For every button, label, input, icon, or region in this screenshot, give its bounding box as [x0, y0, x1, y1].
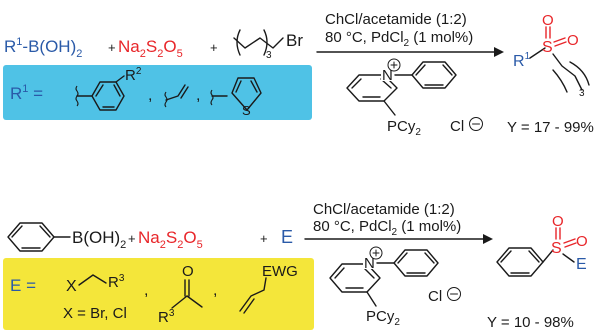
svg-text:EWG: EWG	[262, 263, 298, 280]
svg-text:,: ,	[196, 87, 200, 104]
e-definition-box: E = X R3 X = Br, Cl , O R3 , EWG	[3, 258, 314, 330]
scheme-1: R1-B(OH)2 + Na2S2O5 + 3 Br ChCl/acetamid…	[3, 11, 594, 138]
phenylboronic-acid: B(OH)2	[7, 222, 126, 252]
condition-solvent-1: ChCl/acetamide (1:2)	[325, 11, 467, 28]
condition-temp-2: 80 °C, PdCl2 (1 mol%)	[313, 218, 461, 238]
scheme-2: B(OH)2 + Na2S2O5 + E ChCl/acetamide (1:2…	[3, 201, 588, 331]
svg-text:,: ,	[144, 282, 148, 299]
plus-sign: +	[128, 231, 136, 246]
pyridinium-catalyst-2: N PCy2 Cl	[329, 246, 461, 328]
alkyl-bromide: 3 Br	[233, 29, 303, 61]
condition-temp-1: 80 °C, PdCl2 (1 mol%)	[325, 29, 473, 49]
svg-text:S: S	[242, 103, 251, 118]
reaction-arrow-2: ChCl/acetamide (1:2) 80 °C, PdCl2 (1 mol…	[304, 201, 493, 244]
svg-text:Br: Br	[286, 31, 303, 50]
svg-text:R1 =: R1 =	[10, 83, 43, 103]
svg-text:O: O	[552, 213, 564, 230]
svg-text:R3: R3	[158, 308, 175, 326]
svg-text:S: S	[542, 39, 553, 56]
svg-text:X = Br, Cl: X = Br, Cl	[63, 305, 127, 322]
svg-text:N: N	[382, 67, 393, 84]
svg-text:O: O	[567, 32, 579, 49]
svg-text:3: 3	[579, 88, 585, 99]
svg-text:3: 3	[266, 50, 272, 61]
svg-text:O: O	[576, 233, 588, 250]
svg-text:B(OH)2: B(OH)2	[72, 228, 126, 251]
plus-sign: +	[108, 40, 116, 55]
svg-text:E =: E =	[10, 276, 36, 295]
svg-text:O: O	[542, 12, 554, 29]
pyridinium-catalyst-1: N PCy2 Cl	[346, 58, 483, 138]
svg-text:X: X	[66, 278, 77, 295]
svg-text:Cl: Cl	[428, 288, 442, 305]
svg-text:PCy2: PCy2	[387, 118, 421, 138]
svg-text:S: S	[551, 240, 562, 257]
yield-2: Y = 10 - 98%	[487, 314, 574, 331]
svg-text:O: O	[182, 263, 194, 280]
svg-text:R3: R3	[108, 273, 125, 291]
plus-sign: +	[210, 40, 218, 55]
sulfone-product-2: S O O E	[496, 213, 588, 277]
svg-text:R2: R2	[125, 66, 142, 84]
svg-text:E: E	[576, 256, 587, 273]
boronic-acid-1: R1-B(OH)2	[4, 36, 82, 60]
svg-text:,: ,	[148, 87, 152, 104]
svg-text:,: ,	[213, 282, 217, 299]
r1-definition-box: R1 = R2 , , S	[3, 65, 312, 120]
svg-text:PCy2: PCy2	[366, 308, 400, 328]
sodium-metabisulfite-1: Na2S2O5	[118, 37, 183, 60]
svg-text:R1: R1	[513, 51, 531, 70]
condition-solvent-2: ChCl/acetamide (1:2)	[313, 201, 455, 218]
sulfone-product-1: R1 S O O 3	[513, 12, 590, 99]
plus-sign: +	[260, 231, 268, 246]
svg-text:Cl: Cl	[450, 118, 464, 135]
reaction-arrow-1: ChCl/acetamide (1:2) 80 °C, PdCl2 (1 mol…	[316, 11, 504, 57]
sodium-metabisulfite-2: Na2S2O5	[138, 228, 203, 251]
svg-text:N: N	[364, 255, 375, 272]
yield-1: Y = 17 - 99%	[507, 119, 594, 136]
electrophile-e: E	[281, 227, 293, 247]
